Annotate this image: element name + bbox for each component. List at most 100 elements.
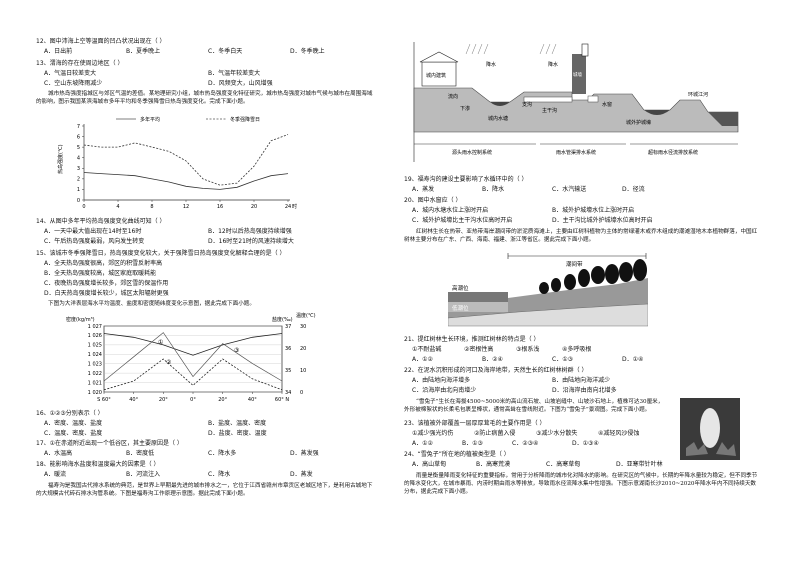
q22-stem: 22、在泥水沉积形成的河口及海岸地带，天然生长的红树林树群（ ）: [404, 367, 588, 374]
chart1-legend: 多年平均 冬季强降雪日: [116, 116, 260, 123]
q16-option-d[interactable]: D．盐度、密度、温度: [208, 430, 267, 437]
q18-option-d[interactable]: D．蒸发: [290, 471, 313, 478]
q12-stem: 12、图中沛海上空等温面的凹凸状况出现在（ ）: [36, 38, 166, 45]
q14-option-a[interactable]: A．一天中最大值出现在14时至16时: [44, 228, 142, 235]
q19-option-b[interactable]: B．降水: [482, 186, 505, 193]
label-city: 城内建筑: [426, 72, 446, 79]
q19-option-d[interactable]: D．径流: [622, 186, 645, 193]
q23-option-c[interactable]: C．②③④: [512, 440, 539, 447]
q22-option-d[interactable]: D．沿海岸由南向北增多: [552, 387, 617, 394]
curve-label-1: ①: [158, 339, 163, 346]
q17-option-a[interactable]: A．水温高: [44, 450, 73, 457]
chart2-density-tick: 1 026: [88, 333, 102, 339]
q24-option-a[interactable]: A．高山草甸: [412, 461, 447, 468]
chart2-xtick-label: 40°: [129, 397, 138, 403]
q12-option-d[interactable]: D．冬季晚上: [290, 48, 325, 55]
chart2-xtick-label: 20°: [218, 397, 227, 403]
snow-rabbit-photo: [680, 398, 740, 460]
q14-option-c[interactable]: C．午后热岛强度最弱，风向发生转变: [44, 238, 145, 245]
low-tide-water: [448, 302, 508, 312]
main-channel: [523, 96, 573, 103]
intro-21: 红树林生长在热带、亚热带海岸潮间带的淤泥质海滩上，主要由红树科植物为主体的常绿灌…: [404, 229, 758, 243]
q20-option-a[interactable]: A．城内水塘水位上涨时开启: [412, 207, 489, 214]
q22-options-row2: C．沿海岸由北向南增少 D．沿海岸由南向北增多: [412, 387, 762, 395]
q17-option-b[interactable]: B．密度低: [126, 450, 155, 457]
q19-option-c[interactable]: C．水汽输送: [552, 186, 587, 193]
q18-option-c[interactable]: C．降水: [208, 471, 231, 478]
q16-option-a[interactable]: A．密度、温度、盐度: [44, 420, 103, 427]
q22-option-b[interactable]: B．由陆地向海洋减少: [552, 377, 611, 384]
city-building: [421, 61, 457, 87]
q13-option-a[interactable]: A．气温日较差变大: [44, 70, 97, 77]
q14-stem: 14、从图中多年平均热岛强度变化曲线可知（ ）: [36, 218, 166, 225]
label-sys2: 雨水管渠排水系统: [556, 149, 596, 156]
q21-option-d[interactable]: D．①④: [622, 356, 644, 363]
q23-option-d[interactable]: D．①③④: [572, 440, 599, 447]
chart2-salt-tick: 34: [285, 390, 291, 396]
q24-option-b[interactable]: B．高寒荒漠: [476, 461, 511, 468]
label-rain-1: 降水: [486, 61, 496, 68]
q20-option-b[interactable]: B．城外护城壕水位上涨时开启: [552, 207, 635, 214]
q15-option-a[interactable]: A．全天热岛强度很高，郊区的积雪反射率高: [44, 260, 163, 267]
label-wall: 城墙: [573, 71, 582, 78]
q16-option-b[interactable]: B．盐度、温度、密度: [208, 420, 267, 427]
q23-option-b[interactable]: B．①③: [462, 440, 483, 447]
q16-options-row1: A．密度、温度、盐度 B．盐度、温度、密度: [44, 420, 384, 428]
q16-option-c[interactable]: C．温度、密度、盐度: [44, 430, 103, 437]
high-tide-water: [448, 292, 508, 302]
q19-option-a[interactable]: A．蒸发: [412, 186, 435, 193]
q22-options-row1: A．由陆地向海洋增多 B．由陆地向海洋减少: [412, 377, 762, 385]
chart2-ylabel-temp: 温度(℃): [296, 312, 316, 319]
q13-option-b[interactable]: B．气温年较差变大: [208, 70, 261, 77]
q24-option-d[interactable]: D．亚寒带针叶林: [616, 461, 663, 468]
q15-option-b[interactable]: B．全天热岛强度较高，城区家庭取暖耗能: [44, 270, 157, 277]
q14-option-b[interactable]: B．12时以后热岛强度持续增强: [208, 228, 292, 235]
q15-option-c[interactable]: C．夜晚热岛强度增长较多，郊区雪的保温作用: [44, 280, 169, 287]
chart2-salt-tick: 36: [285, 346, 291, 352]
q24-option-c[interactable]: C．高寒草甸: [546, 461, 581, 468]
q21-sub-3: ③根系浅: [516, 346, 540, 353]
q21-sub-1: ①不耐盐碱: [412, 346, 442, 353]
chart2-density-tick: 1 021: [88, 380, 102, 386]
label-moat: 城外护城壕: [626, 119, 651, 126]
intro-16: 下图为大洋表层海水平均温度、盐度和密度随纬度变化示意图，据此完成下面小题。: [48, 301, 255, 307]
q23-option-a[interactable]: A．①②: [412, 440, 433, 447]
chart2-temp-tick: 0: [300, 390, 303, 396]
q12-option-b[interactable]: B．夏季晚上: [126, 48, 161, 55]
q12-option-a[interactable]: A．日出前: [44, 48, 73, 55]
q17-options: A．水温高 B．密度低 C．降水多 D．蒸发强: [44, 450, 384, 458]
q21-sub-options: ①不耐盐碱 ②密根性高 ③根系浅 ④多呼吸根: [412, 346, 712, 354]
q24-options: A．高山草甸 B．高寒荒漠 C．高寒草甸 D．亚寒带针叶林: [412, 461, 712, 469]
rain-area-2: [539, 43, 557, 55]
label-window: 水窗: [602, 101, 612, 108]
q17-option-c[interactable]: C．降水多: [208, 450, 237, 457]
chart2-density-tick: 1 022: [88, 371, 102, 377]
label-river: 环城江河: [688, 91, 708, 98]
q21-option-c[interactable]: C．①③: [552, 356, 573, 363]
curve-label-2: ②: [166, 359, 172, 366]
city-building-roof: [419, 51, 459, 63]
q20-option-d[interactable]: D．主干沟比城外护城壕水位高时开启: [552, 217, 653, 224]
q21-option-a[interactable]: A．①②: [412, 356, 433, 363]
q21-option-b[interactable]: B．②④: [482, 356, 503, 363]
chart2-xtick-label: 0°: [190, 397, 196, 403]
q14-option-d[interactable]: D．16时至21时的风速持续增大: [208, 238, 294, 245]
chart1-ytick-label: 6: [77, 134, 80, 140]
chart2-ylabel-density: 密度(kg/m³): [66, 316, 95, 323]
q13-option-d[interactable]: D．风频变大，山风增强: [208, 80, 273, 87]
q18-option-a[interactable]: A．暖流: [44, 471, 67, 478]
legend-label-snow: 冬季强降雪日: [230, 116, 260, 123]
q17-option-d[interactable]: D．蒸发强: [290, 450, 319, 457]
water-window: [587, 95, 599, 103]
rain-area-1: [465, 43, 489, 55]
intro-19: 福寿沟是我国古代排水系统的典范，是世界上早期最先进的城市排水之一，它位于江西省赣…: [36, 483, 373, 497]
q18-option-b[interactable]: B．河流注入: [126, 471, 161, 478]
chart2-salt-tick: 35: [285, 368, 291, 374]
q22-option-a[interactable]: A．由陆地向海洋增多: [412, 377, 471, 384]
q22-option-c[interactable]: C．沿海岸由北向南增少: [412, 387, 477, 394]
q13-option-c[interactable]: C．空山东坡降雨减少: [44, 80, 103, 87]
q15-option-d[interactable]: D．白天热岛强度增长较少，城区太阳辐射更强: [44, 290, 169, 297]
q20-option-c[interactable]: C．城外护城壕比主干沟水位高时开启: [412, 217, 513, 224]
q12-option-c[interactable]: C．冬季白天: [208, 48, 243, 55]
